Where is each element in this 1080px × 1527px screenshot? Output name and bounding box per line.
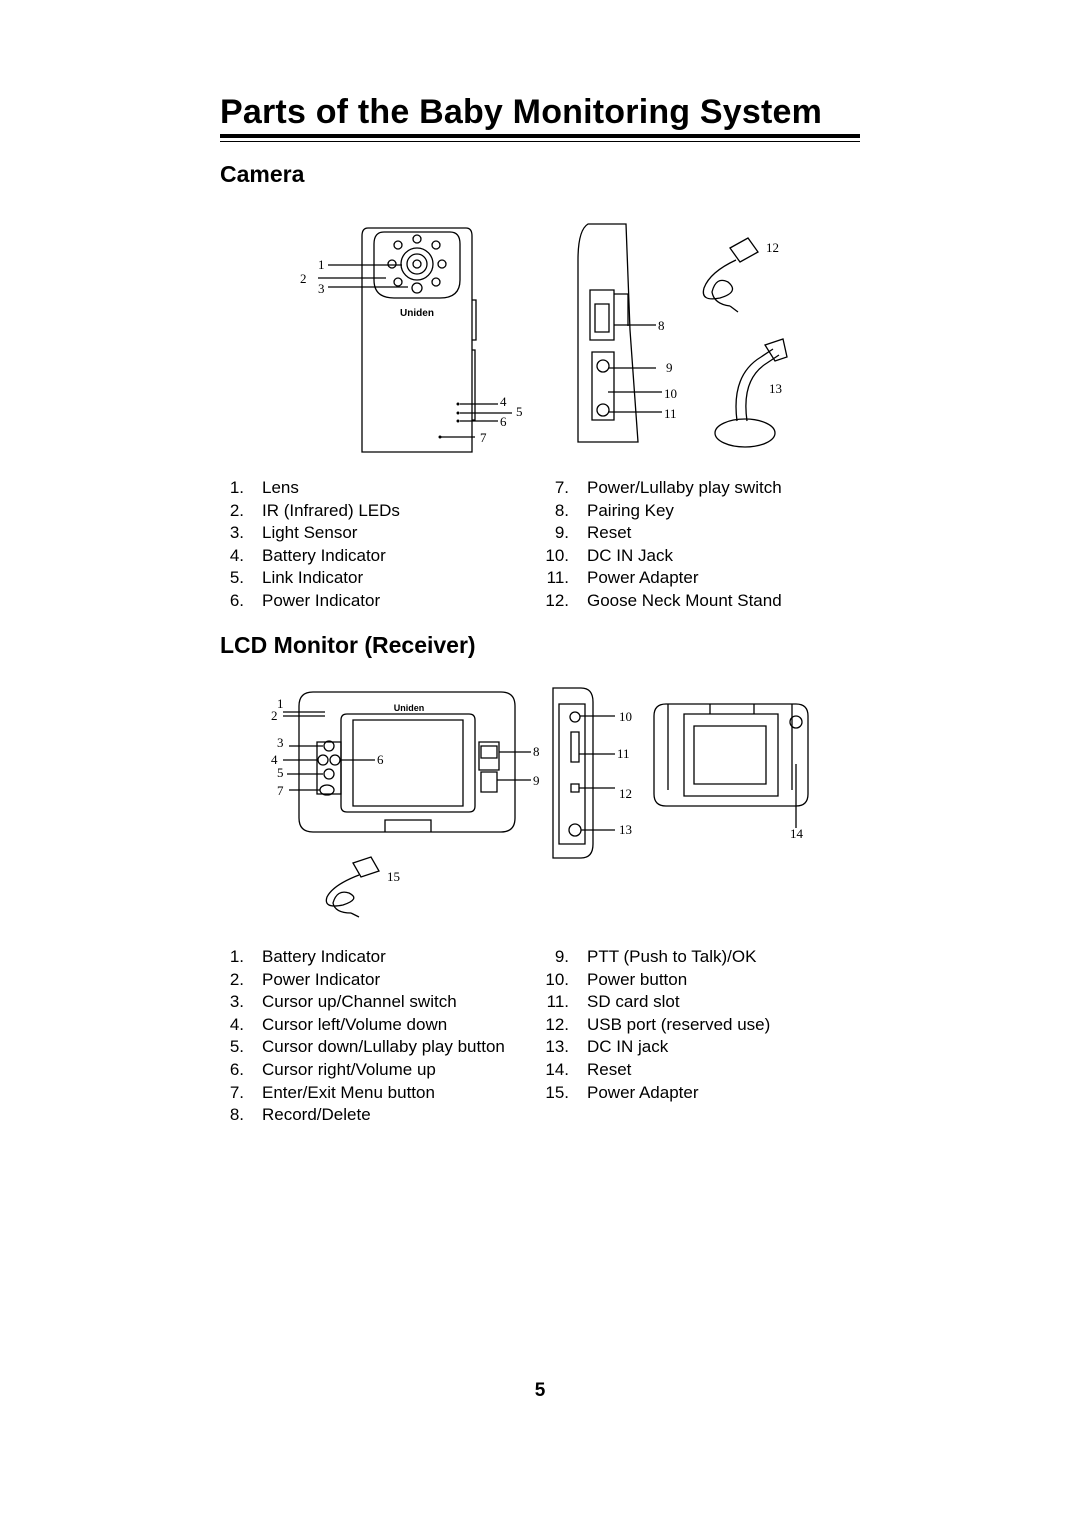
list-item: 2.IR (Infrared) LEDs: [229, 500, 400, 520]
lcd-callout-12: 12: [619, 786, 632, 801]
page-title: Parts of the Baby Monitoring System: [220, 93, 823, 131]
list-item: 10.DC IN Jack: [545, 545, 673, 565]
camera-callout-10: 10: [664, 386, 677, 401]
lcd-parts-list-right: 9.PTT (Push to Talk)/OK 10.Power button …: [527, 946, 770, 1104]
lcd-callout-3: 3: [277, 735, 284, 750]
lcd-callout-7: 7: [277, 783, 284, 798]
list-item: 1.Lens: [229, 478, 299, 497]
camera-power-adapter-image: 12: [702, 237, 779, 313]
list-item: 11.SD card slot: [546, 992, 680, 1012]
lcd-callout-11: 11: [617, 746, 630, 761]
list-item: 12.USB port (reserved use): [545, 1014, 771, 1034]
list-item: 12.Goose Neck Mount Stand: [545, 590, 782, 610]
camera-callout-5: 5: [516, 404, 523, 419]
list-item: 2.Power Indicator: [229, 969, 381, 989]
list-item: 4.Battery Indicator: [229, 545, 386, 565]
camera-callout-4: 4: [500, 394, 507, 409]
list-item: 5.Link Indicator: [229, 568, 364, 588]
list-item: 14.Reset: [545, 1059, 632, 1079]
camera-callout-3: 3: [318, 281, 325, 296]
goose-neck-stand-image: 13: [714, 338, 788, 448]
list-item: 9.PTT (Push to Talk)/OK: [554, 947, 757, 966]
lcd-callout-15: 15: [387, 869, 400, 884]
lcd-callout-4: 4: [271, 752, 278, 767]
lcd-power-adapter-image: 15: [325, 856, 400, 918]
lcd-callout-13: 13: [619, 822, 632, 837]
lcd-brand-logo: Uniden: [394, 703, 425, 713]
camera-callout-8: 8: [658, 318, 665, 333]
camera-front-diagram: Uniden 1 2 3 4 5 6 7: [300, 227, 523, 453]
lcd-callout-9: 9: [533, 773, 540, 788]
list-item: 11.Power Adapter: [546, 568, 699, 588]
lcd-callout-14: 14: [790, 826, 804, 841]
camera-callout-13: 13: [769, 381, 782, 396]
list-item: 8.Record/Delete: [229, 1105, 371, 1125]
list-item: 1.Battery Indicator: [229, 947, 386, 966]
list-item: 15.Power Adapter: [545, 1082, 699, 1102]
lcd-section-heading: LCD Monitor (Receiver): [220, 632, 476, 658]
list-item: 6.Cursor right/Volume up: [229, 1059, 436, 1079]
list-item: 7.Enter/Exit Menu button: [229, 1082, 435, 1102]
list-item: 7.Power/Lullaby play switch: [554, 478, 782, 497]
camera-side-diagram: 8 9 10 11: [577, 223, 677, 443]
lcd-callout-2: 2: [271, 708, 278, 723]
lcd-parts-list-left: 1.Battery Indicator 2.Power Indicator 3.…: [202, 946, 505, 1127]
camera-callout-7: 7: [480, 430, 487, 445]
lcd-callout-10: 10: [619, 709, 632, 724]
lcd-callout-6: 6: [377, 752, 384, 767]
lcd-callout-5: 5: [277, 765, 284, 780]
list-item: 13.DC IN jack: [545, 1037, 669, 1057]
list-item: 4.Cursor left/Volume down: [229, 1014, 448, 1034]
camera-callout-1: 1: [318, 257, 325, 272]
page-number: 5: [534, 1380, 546, 1401]
camera-section-heading: Camera: [220, 161, 305, 187]
lcd-side-diagram: 10 11 12 13: [552, 687, 632, 859]
camera-parts-list-right: 7.Power/Lullaby play switch 8.Pairing Ke…: [527, 477, 782, 613]
camera-callout-2: 2: [300, 271, 307, 286]
camera-brand-logo: Uniden: [400, 308, 434, 319]
camera-parts-list-left: 1.Lens 2.IR (Infrared) LEDs 3.Light Sens…: [202, 477, 400, 613]
lcd-callout-1: 1: [277, 696, 284, 711]
camera-callout-9: 9: [666, 360, 673, 375]
lcd-front-diagram: Uniden 1 2 3 4 5 6 7 8 9: [271, 691, 540, 833]
lcd-back-diagram: 14: [653, 703, 809, 841]
title-rule-thin: [220, 141, 860, 142]
camera-callout-11: 11: [664, 406, 677, 421]
list-item: 6.Power Indicator: [229, 590, 381, 610]
lcd-callout-8: 8: [533, 744, 540, 759]
camera-callout-6: 6: [500, 414, 507, 429]
list-item: 5.Cursor down/Lullaby play button: [229, 1037, 505, 1057]
list-item: 9.Reset: [554, 523, 632, 543]
list-item: 8.Pairing Key: [554, 500, 674, 520]
list-item: 3.Light Sensor: [229, 523, 358, 543]
title-rule-thick: [220, 134, 860, 138]
list-item: 3.Cursor up/Channel switch: [229, 992, 457, 1012]
list-item: 10.Power button: [545, 969, 688, 989]
camera-callout-12: 12: [766, 240, 779, 255]
